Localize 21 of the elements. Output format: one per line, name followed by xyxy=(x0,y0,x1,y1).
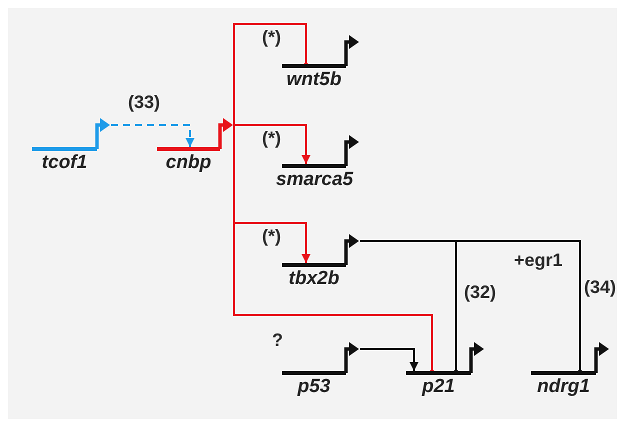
gene-label: smarca5 xyxy=(276,169,352,191)
annotation-label: +egr1 xyxy=(514,250,563,270)
arrow xyxy=(234,124,310,164)
inhibition-line xyxy=(233,23,308,125)
annotation-label: ? xyxy=(272,330,283,350)
edge-label: (*) xyxy=(262,226,281,246)
arrow xyxy=(360,348,418,371)
edge-label: (32) xyxy=(464,282,496,302)
arrow xyxy=(111,124,194,147)
gene-label: tcof1 xyxy=(40,152,88,174)
gene-label: wnt5b xyxy=(286,69,342,91)
edge-label: (*) xyxy=(262,27,281,47)
edge-label: (34) xyxy=(584,277,616,297)
gene-label: p21 xyxy=(420,376,456,398)
edge-label: (33) xyxy=(128,92,160,112)
gene-label: p53 xyxy=(296,376,332,398)
gene-label: tbx2b xyxy=(288,268,340,290)
gene-label: cnbp xyxy=(164,152,212,174)
inhibition-line xyxy=(360,240,582,372)
gene-label: ndrg1 xyxy=(536,376,591,398)
edge-label: (*) xyxy=(262,128,281,148)
